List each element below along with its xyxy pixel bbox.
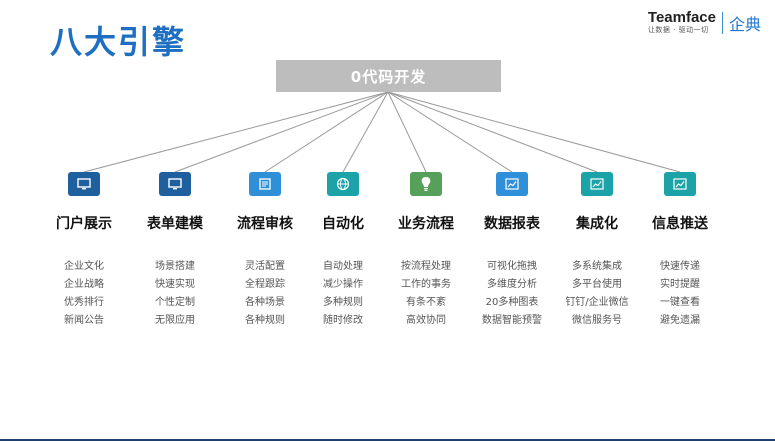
feature-item: 可视化拖拽 bbox=[487, 261, 537, 272]
engine-title: 自动化 bbox=[322, 216, 364, 232]
feature-item: 数据智能预警 bbox=[482, 315, 542, 326]
feature-item: 无限应用 bbox=[155, 315, 195, 326]
chart-icon bbox=[581, 172, 613, 196]
feature-item: 钉钉/企业微信 bbox=[565, 297, 629, 308]
feature-item: 20多种图表 bbox=[485, 297, 539, 308]
feature-item: 各种规则 bbox=[245, 315, 285, 326]
brand-separator bbox=[721, 11, 723, 34]
feature-item: 全程跟踪 bbox=[245, 279, 285, 290]
feature-item: 避免遗漏 bbox=[660, 315, 700, 326]
connector-line bbox=[83, 91, 389, 173]
connector-line bbox=[387, 91, 513, 173]
feature-item: 工作的事务 bbox=[401, 279, 451, 290]
feature-item: 新闻公告 bbox=[64, 315, 104, 326]
feature-item: 多系统集成 bbox=[572, 261, 622, 272]
feature-item: 多平台使用 bbox=[572, 279, 622, 290]
brand-name: Teamface bbox=[647, 9, 716, 26]
chart-icon bbox=[496, 172, 528, 196]
feature-item: 一键查看 bbox=[660, 297, 700, 308]
engine-feature-list: 多系统集成多平台使用钉钉/企业微信微信服务号 bbox=[547, 258, 647, 330]
connector-line bbox=[387, 91, 598, 173]
feature-item: 高效协同 bbox=[406, 315, 446, 326]
monitor-icon bbox=[68, 172, 100, 196]
monitor-icon bbox=[159, 172, 191, 196]
feature-item: 多种规则 bbox=[323, 297, 363, 308]
feature-item: 实时提醒 bbox=[660, 279, 700, 290]
feature-item: 快速实现 bbox=[155, 279, 195, 290]
engine-feature-list: 场景搭建快速实现个性定制无限应用 bbox=[125, 258, 225, 330]
feature-item: 优秀排行 bbox=[64, 297, 104, 308]
engine-feature-list: 按流程处理工作的事务有条不紊高效协同 bbox=[376, 258, 476, 330]
feature-item: 快速传递 bbox=[660, 261, 700, 272]
feature-item: 有条不紊 bbox=[406, 297, 446, 308]
feature-item: 企业战略 bbox=[64, 279, 104, 290]
connector-line bbox=[342, 91, 389, 173]
brand-tagline: 让数据 · 驱动一切 bbox=[647, 26, 709, 34]
engine-feature-list: 自动处理减少操作多种规则随时修改 bbox=[293, 258, 393, 330]
zero-code-banner: 0代码开发 bbox=[276, 60, 501, 92]
globe-icon bbox=[327, 172, 359, 196]
engine-feature-list: 可视化拖拽多维度分析 20多种图表数据智能预警 bbox=[462, 258, 562, 330]
engine-title: 门户展示 bbox=[56, 216, 112, 232]
feature-item: 各种场景 bbox=[245, 297, 285, 308]
feature-item: 灵活配置 bbox=[245, 261, 285, 272]
engine-feature-list: 企业文化企业战略优秀排行新闻公告 bbox=[34, 258, 134, 330]
engine-feature-list: 快速传递实时提醒一键查看避免遗漏 bbox=[630, 258, 730, 330]
engine-title: 业务流程 bbox=[398, 216, 454, 232]
engine-title: 信息推送 bbox=[652, 216, 708, 232]
page-title: 八大引擎 bbox=[50, 23, 187, 61]
connector-line bbox=[264, 91, 389, 173]
brand-logo: Teamface 让数据 · 驱动一切 企典 bbox=[648, 10, 761, 35]
feature-item: 多维度分析 bbox=[487, 279, 537, 290]
document-icon bbox=[249, 172, 281, 196]
feature-item: 随时修改 bbox=[323, 315, 363, 326]
feature-item: 场景搭建 bbox=[155, 261, 195, 272]
engine-title: 流程审核 bbox=[237, 216, 293, 232]
connector-line bbox=[387, 91, 681, 173]
footer-line bbox=[0, 439, 775, 441]
feature-item: 微信服务号 bbox=[572, 315, 622, 326]
feature-item: 自动处理 bbox=[323, 261, 363, 272]
feature-item: 减少操作 bbox=[323, 279, 363, 290]
connector-line bbox=[174, 91, 389, 173]
feature-item: 个性定制 bbox=[155, 297, 195, 308]
engine-title: 集成化 bbox=[576, 216, 618, 232]
brand-cn-name: 企典 bbox=[728, 14, 761, 34]
chart-icon bbox=[664, 172, 696, 196]
bulb-icon bbox=[410, 172, 442, 196]
engine-title: 表单建模 bbox=[147, 216, 203, 232]
engine-feature-list: 灵活配置全程跟踪各种场景各种规则 bbox=[215, 258, 315, 330]
feature-item: 企业文化 bbox=[64, 261, 104, 272]
feature-item: 按流程处理 bbox=[401, 261, 451, 272]
connector-line bbox=[387, 91, 427, 173]
engine-title: 数据报表 bbox=[484, 216, 540, 232]
